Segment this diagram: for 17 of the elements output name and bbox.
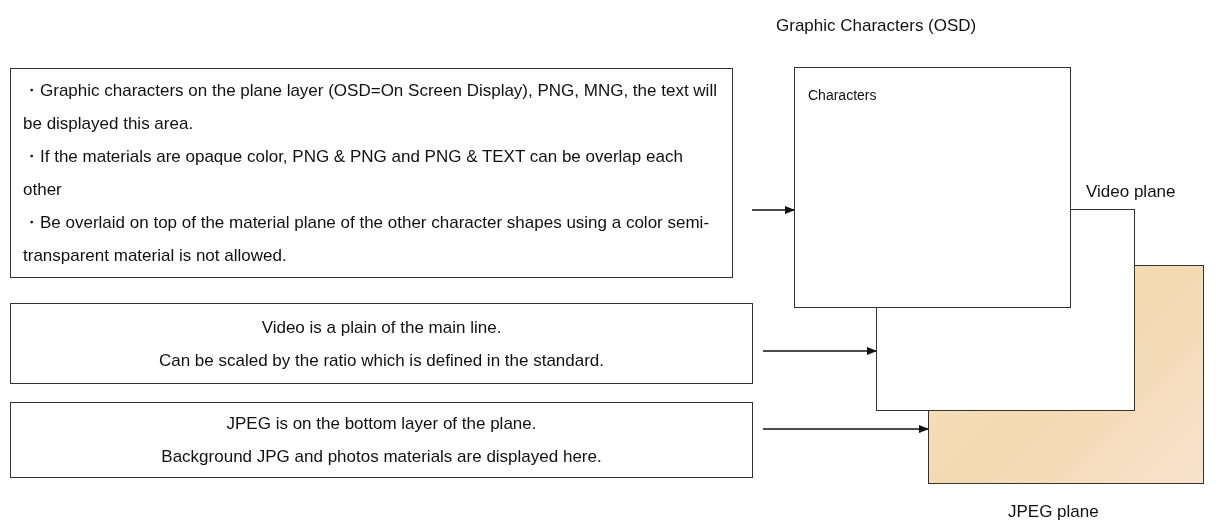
description-box (10, 402, 753, 478)
plane-title: JPEG plane (1008, 501, 1099, 523)
description-text: JPEG is on the bottom layer of the plane. (225, 413, 538, 435)
plane-title: Graphic Characters (OSD) (776, 15, 977, 37)
description-text: Can be scaled by the ratio which is defined in the standard. (157, 349, 606, 372)
plane-content-label: Characters (808, 87, 877, 103)
description-text: ・If the materials are opaque color, PNG & PNG and PNG & TEXT can be overlap each other (23, 146, 684, 201)
arrow (762, 347, 877, 355)
description-box (10, 303, 753, 384)
description-box (10, 68, 733, 278)
plane-title: Video plane (1086, 181, 1176, 203)
description-text: ・Be overlaid on top of the material plane of the other character shapes using a color semi-transparent material is not allowed. (23, 212, 711, 267)
arrow (751, 206, 795, 214)
arrow (762, 425, 929, 433)
description-text: Video is a plain of the main line. (260, 316, 503, 339)
description-text: Background JPG and photos materials are displayed here. (160, 446, 603, 468)
description-text: ・Graphic characters on the plane layer (OSD=On Screen Display), PNG, MNG, the text will be displayed this area. (23, 80, 718, 135)
